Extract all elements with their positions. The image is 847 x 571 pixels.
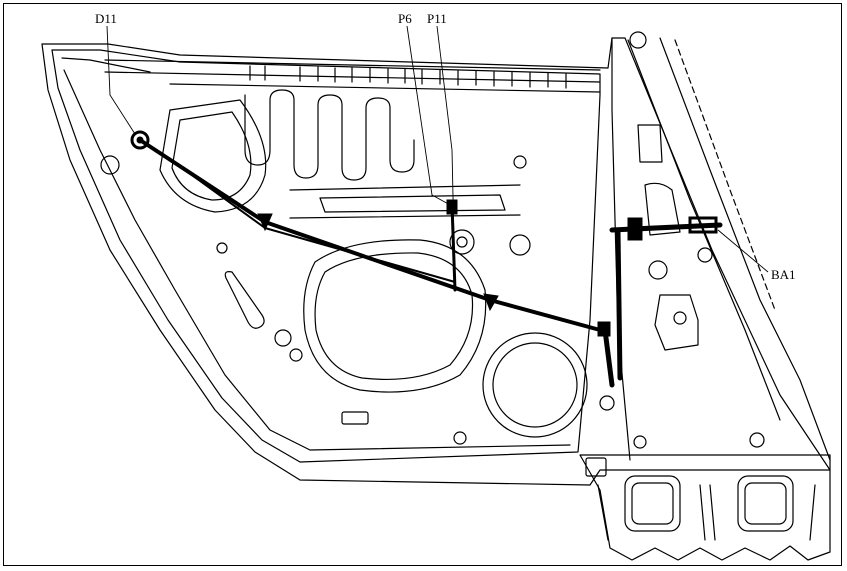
mount-hole xyxy=(509,234,531,256)
lower-bracket xyxy=(579,454,831,561)
connector-p11 xyxy=(597,321,611,337)
connector-d11-core xyxy=(136,136,144,144)
harness-riser xyxy=(602,229,623,388)
b-pillar-left-edge xyxy=(611,37,631,461)
mount-hole xyxy=(289,348,303,362)
harness-main-run xyxy=(138,138,602,332)
connector-d11 xyxy=(130,130,150,150)
mount-hole xyxy=(648,260,668,280)
callout-ba1: BA1 xyxy=(771,267,796,282)
slot-opening xyxy=(637,124,663,163)
mount-hole xyxy=(749,432,765,448)
harness-clip xyxy=(483,293,499,312)
speaker-ring-inner xyxy=(492,342,578,428)
callout-p11: P11 xyxy=(427,11,447,26)
regulator-rail-detail xyxy=(289,184,521,219)
slot-opening xyxy=(341,411,369,425)
diagram-frame xyxy=(3,3,842,566)
mount-hole xyxy=(216,242,228,254)
b-pillar-dash xyxy=(674,39,776,311)
central-opening-inner xyxy=(314,252,474,380)
latch-bracket-hole xyxy=(673,311,687,325)
mount-hole xyxy=(453,431,467,445)
speaker-ring-outer xyxy=(482,332,588,438)
mount-hole xyxy=(449,229,475,255)
slot-opening xyxy=(224,271,265,329)
slot-opening xyxy=(585,457,607,477)
b-pillar-right-edge xyxy=(627,39,781,421)
mount-hole xyxy=(100,155,120,175)
callout-p6: P6 xyxy=(398,11,412,26)
central-opening xyxy=(303,239,487,393)
leader-line-d11 xyxy=(106,25,136,135)
callout-d11: D11 xyxy=(95,11,117,26)
upper-opening xyxy=(159,99,267,213)
bracket-window-inner xyxy=(631,482,674,525)
bracket-window-inner xyxy=(744,482,787,525)
bracket-rib xyxy=(597,484,816,541)
door-skin-offset xyxy=(61,57,571,451)
door-inner-outline xyxy=(51,49,601,463)
door-outer-outline xyxy=(41,37,831,486)
bracket-window xyxy=(737,475,794,532)
harness-clip xyxy=(257,213,273,232)
mount-hole xyxy=(599,395,615,411)
b-pillar-inner-line xyxy=(659,37,831,461)
connector-p6 xyxy=(446,199,458,215)
grommet xyxy=(627,217,643,241)
mount-hole-core xyxy=(456,236,468,248)
leader-line-p11 xyxy=(436,25,456,291)
top-rail-slots xyxy=(249,65,567,89)
mount-hole xyxy=(513,155,527,169)
latch-bracket xyxy=(654,294,699,351)
mount-hole xyxy=(629,31,647,49)
mount-hole xyxy=(633,435,647,449)
leader-line-ba1 xyxy=(717,229,769,273)
regulator-rail xyxy=(319,194,506,213)
upper-opening-inner xyxy=(171,111,252,201)
connector-ba1 xyxy=(688,216,718,234)
mount-hole xyxy=(697,247,713,263)
leader-line-p6 xyxy=(406,25,453,207)
bracket-window xyxy=(624,475,681,532)
mount-hole xyxy=(274,329,292,347)
stiffener-serpentine xyxy=(244,89,415,181)
